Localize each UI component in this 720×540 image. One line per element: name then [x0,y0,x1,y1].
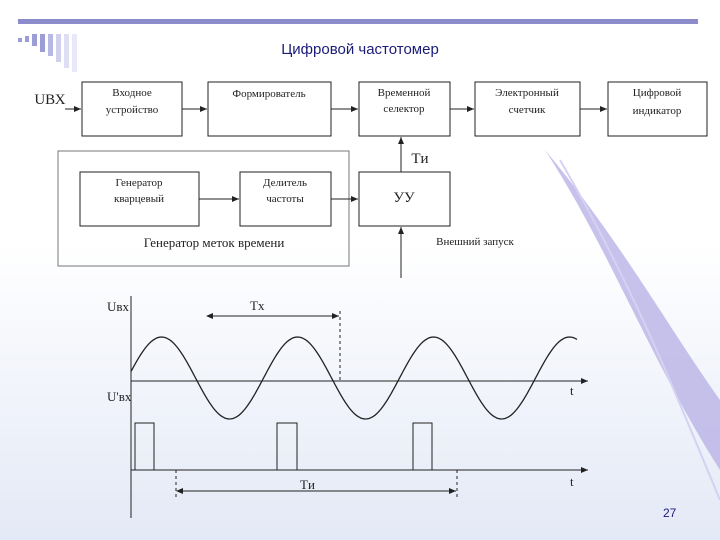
control-label: УУ [393,190,415,206]
time-selector-line2: селектор [383,103,425,115]
shaper-line1: Формирователь [232,88,305,100]
input-sine-wave [130,336,578,420]
page-number: 27 [663,506,677,520]
bottom-axis-label: U'вх [107,389,132,404]
pulse-2 [276,422,298,470]
pulse-1 [134,422,155,470]
input-label: UВХ [34,92,65,108]
top-rule [18,19,698,24]
external-trigger-label: Внешний запуск [436,236,514,248]
indicator-line1: Цифровой [633,87,682,99]
divider-line2: частоты [266,193,304,205]
oscillator-line1: Генератор [116,177,163,189]
divider-line1: Делитель [263,177,307,189]
input-device-line2: устройство [106,104,159,116]
time-selector-line1: Временной [378,87,431,99]
oscillator-line2: кварцевый [114,193,164,205]
tx-label: Tх [250,298,265,313]
indicator-line2: индикатор [633,105,682,117]
control-block [358,171,451,227]
indicator-block [607,81,708,137]
corner-decoration-icon [18,34,77,72]
t-label-top: t [570,383,574,398]
oscillator-block [79,171,200,227]
shaper-block [207,81,332,137]
input-device-line1: Входное [112,87,152,99]
pulse-3 [412,422,433,470]
time-mark-generator-frame [57,150,350,267]
decorative-swoosh [545,150,720,470]
time-selector-block [358,81,451,137]
input-device-block [81,81,183,137]
time-mark-generator-label: Генератор меток времени [144,235,285,250]
top-axis-label: Uвх [107,299,130,314]
counter-line2: счетчик [509,104,546,116]
counter-line1: Электронный [495,87,559,99]
ti-label: Tи [411,151,428,167]
slide-title: Цифровой частотомер [281,41,439,58]
counter-block [474,81,581,137]
ti-timing-label: Tи [300,477,315,492]
t-label-bottom: t [570,474,574,489]
divider-block [239,171,332,227]
